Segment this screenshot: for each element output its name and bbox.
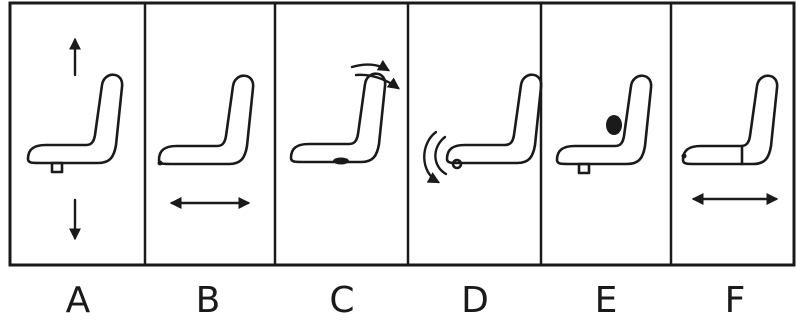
panel-label-c: C — [329, 280, 354, 321]
seat-icon — [291, 74, 385, 162]
tilt-arc — [435, 137, 446, 174]
seat-icon — [159, 76, 253, 164]
panel-b-fore-aft — [158, 76, 254, 203]
recline-arrow — [356, 75, 398, 88]
panel-c-recline — [291, 65, 398, 165]
panel-f-cushion-extension — [682, 76, 778, 199]
panel-e-lumbar — [557, 76, 651, 173]
panel-label-e: E — [595, 280, 618, 321]
panel-label-b: B — [196, 280, 221, 321]
panel-a-height-adjustment — [28, 40, 122, 238]
panel-label-d: D — [461, 280, 489, 321]
slide-handle — [682, 154, 687, 159]
recline-lever — [333, 158, 349, 165]
seat-icon — [447, 75, 541, 163]
recline-arrow — [352, 65, 388, 70]
panel-d-tilt — [424, 75, 541, 182]
panel-label-f: F — [725, 280, 746, 321]
seat-icon — [557, 76, 651, 164]
seat-icon — [683, 76, 777, 164]
panel-frame — [10, 3, 794, 265]
panel-label-a: A — [66, 280, 91, 321]
seat-icon — [28, 75, 122, 163]
slide-handle — [158, 161, 163, 166]
seat-latch — [579, 164, 589, 173]
lumbar-knob — [606, 115, 622, 135]
seat-latch — [52, 163, 62, 172]
